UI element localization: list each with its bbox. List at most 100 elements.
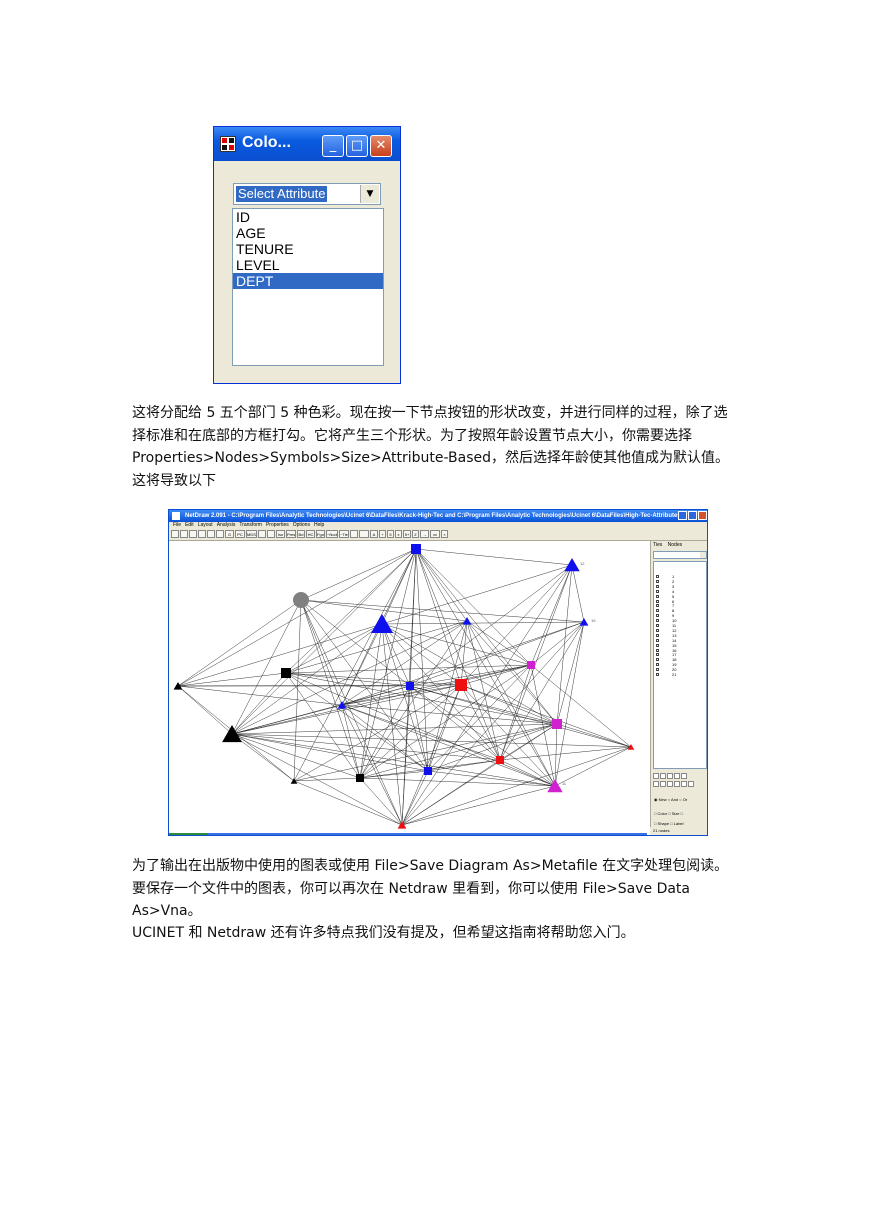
node-list-item[interactable]: 1 (656, 574, 704, 579)
toolbar-button[interactable]: ~Node (326, 530, 338, 538)
radio-new[interactable]: New (658, 797, 667, 802)
network-node[interactable] (371, 614, 393, 633)
menu-properties[interactable]: Properties (265, 522, 289, 528)
network-node[interactable] (627, 744, 635, 750)
node-list-item[interactable]: 17 (656, 652, 704, 657)
node-list-item[interactable]: 16 (656, 648, 704, 653)
node-checkbox[interactable] (656, 619, 659, 623)
panel-button[interactable] (681, 781, 687, 787)
toolbar-button[interactable] (171, 530, 179, 538)
node-checkbox[interactable] (656, 604, 659, 608)
node-list-item[interactable]: 4 (656, 589, 704, 594)
node-list-item[interactable]: 2 (656, 579, 704, 584)
node-list-item[interactable]: 6 (656, 599, 704, 604)
panel-button[interactable] (667, 781, 673, 787)
node-list-item[interactable]: 14 (656, 638, 704, 643)
network-node[interactable] (293, 592, 309, 608)
maximize-button[interactable]: □ (346, 135, 368, 157)
netdraw-minimize-button[interactable] (678, 511, 687, 520)
node-checkbox[interactable] (656, 628, 659, 632)
panel-button[interactable] (674, 781, 680, 787)
node-list-item[interactable]: 21 (656, 672, 704, 677)
toolbar-button[interactable] (216, 530, 224, 538)
network-node[interactable] (397, 821, 407, 829)
network-node[interactable] (424, 767, 432, 775)
toolbar-button[interactable]: Z (412, 530, 419, 538)
node-checkbox[interactable] (656, 668, 659, 672)
panel-button[interactable] (674, 773, 680, 779)
attribute-option-level[interactable]: LEVEL (236, 257, 280, 273)
minimize-button[interactable]: _ (322, 135, 344, 157)
chevron-down-icon[interactable] (700, 552, 706, 558)
node-checkbox[interactable] (656, 658, 659, 662)
checkbox-color[interactable]: Color (657, 811, 668, 816)
node-list-item[interactable]: 8 (656, 608, 704, 613)
toolbar-button[interactable]: × (441, 530, 448, 538)
toolbar-button[interactable]: 5 (387, 530, 394, 538)
toolbar-button[interactable]: Iso (276, 530, 285, 538)
network-node[interactable] (496, 756, 504, 764)
network-node[interactable] (173, 682, 183, 690)
network-node[interactable] (356, 774, 364, 782)
panel-button[interactable] (653, 773, 659, 779)
node-list-item[interactable]: 11 (656, 623, 704, 628)
panel-button[interactable] (667, 773, 673, 779)
toolbar-button[interactable]: → (420, 530, 429, 538)
toolbar-button[interactable]: Pres (286, 530, 296, 538)
network-node[interactable] (222, 725, 242, 743)
network-node[interactable] (579, 618, 589, 626)
chevron-down-icon[interactable]: ▼ (360, 185, 379, 203)
node-checkbox[interactable] (656, 648, 659, 652)
menu-transform[interactable]: Transform (239, 522, 262, 528)
node-checkbox[interactable] (656, 589, 659, 593)
toolbar-button[interactable] (198, 530, 206, 538)
toolbar-button[interactable]: A (370, 530, 378, 538)
attribute-option-tenure[interactable]: TENURE (236, 241, 294, 257)
netdraw-title-bar[interactable]: NetDraw 2.091 - C:\Program Files\Analyti… (169, 510, 707, 522)
attribute-option-dept[interactable]: DEPT (233, 273, 383, 289)
toolbar-button[interactable]: xx (430, 530, 440, 538)
toolbar-button[interactable]: + (379, 530, 386, 538)
menu-analysis[interactable]: Analysis (216, 522, 236, 528)
radio-and[interactable]: And (671, 797, 679, 802)
close-button[interactable]: ✕ (370, 135, 392, 157)
toolbar-button[interactable] (180, 530, 188, 538)
checkbox-label[interactable]: Label (673, 821, 684, 826)
checkbox-shape[interactable]: Shape (657, 821, 670, 826)
node-checkbox[interactable] (656, 663, 659, 667)
netdraw-maximize-button[interactable] (688, 511, 697, 520)
toolbar-button[interactable]: Fgo (316, 530, 325, 538)
tab-ties[interactable]: Ties (653, 542, 663, 548)
toolbar-button[interactable] (207, 530, 215, 538)
network-node[interactable] (527, 661, 535, 669)
node-checkbox[interactable] (656, 638, 659, 642)
network-node[interactable] (337, 701, 347, 709)
dialog-title-bar[interactable]: Colo... _ □ ✕ (214, 127, 400, 161)
node-list-item[interactable]: 3 (656, 584, 704, 589)
panel-button[interactable] (688, 781, 694, 787)
network-node[interactable] (281, 668, 291, 678)
node-list-item[interactable]: 19 (656, 662, 704, 667)
toolbar-button[interactable] (350, 530, 358, 538)
toolbar-button[interactable]: PC (235, 530, 245, 538)
network-node[interactable] (547, 779, 563, 793)
node-list-item[interactable]: 13 (656, 633, 704, 638)
tab-nodes[interactable]: Nodes (667, 542, 683, 548)
node-checkbox[interactable] (656, 673, 659, 676)
toolbar-button[interactable]: HC (306, 530, 315, 538)
network-node[interactable] (411, 544, 421, 554)
toolbar-button[interactable] (189, 530, 197, 538)
network-node[interactable] (290, 778, 298, 784)
toolbar-button[interactable]: ~Tie (339, 530, 349, 538)
panel-button[interactable] (660, 781, 666, 787)
panel-button[interactable] (653, 781, 659, 787)
node-checkbox[interactable] (656, 643, 659, 647)
network-node[interactable] (455, 679, 467, 691)
menu-layout[interactable]: Layout (197, 522, 213, 528)
toolbar-button[interactable]: Bd (297, 530, 305, 538)
menu-edit[interactable]: Edit (185, 522, 194, 528)
menu-options[interactable]: Options (292, 522, 310, 528)
network-node[interactable] (406, 682, 414, 690)
node-checkbox[interactable] (656, 653, 659, 657)
